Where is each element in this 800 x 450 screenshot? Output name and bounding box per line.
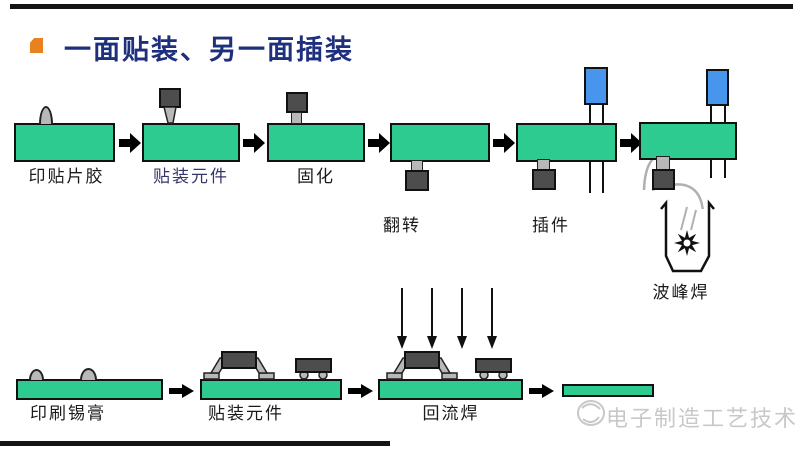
step-label: 插件 xyxy=(532,216,570,235)
adhesive-dot xyxy=(39,106,53,124)
pcb-board xyxy=(516,123,617,162)
pcb-board xyxy=(267,123,365,162)
step-label: 回流焊 xyxy=(422,404,480,423)
solder-paste-dot xyxy=(80,368,97,380)
step-label: 贴装元件 xyxy=(153,167,229,186)
pcb-board xyxy=(16,379,163,400)
step-label: 贴装元件 xyxy=(208,404,284,423)
flow-arrow-icon xyxy=(348,384,373,398)
flow-arrow-icon xyxy=(620,133,642,153)
flow-arrow-icon xyxy=(529,384,554,398)
pcb-board xyxy=(200,379,342,400)
pcb-board xyxy=(378,379,523,400)
component-pad xyxy=(291,112,302,124)
pcb-board xyxy=(562,384,654,397)
pcb-board xyxy=(142,123,240,162)
watermark-logo-icon xyxy=(577,400,605,426)
solder-paste-dot xyxy=(29,369,44,380)
chip-component xyxy=(286,92,308,113)
page-title: 一面贴装、另一面插装 xyxy=(64,35,354,65)
chip-component xyxy=(159,88,181,108)
flow-arrow-icon xyxy=(493,133,515,153)
pcb-board xyxy=(14,123,115,162)
chip-resistor-icon xyxy=(475,358,512,380)
capacitor-lead xyxy=(724,104,726,123)
flow-arrow-icon xyxy=(368,133,390,153)
pcb-board xyxy=(639,122,737,160)
flow-arrow-icon xyxy=(243,133,265,153)
capacitor-lead xyxy=(710,104,712,123)
chip-component xyxy=(532,169,556,190)
step-label: 波峰焊 xyxy=(652,283,710,302)
component-pad xyxy=(656,156,670,170)
capacitor-lead xyxy=(589,105,591,124)
bottom-rule xyxy=(0,441,390,446)
flow-arrow-icon xyxy=(119,133,141,153)
flow-arrow-icon xyxy=(169,384,194,398)
capacitor-lead xyxy=(724,158,726,178)
watermark-text: 电子制造工艺技术 xyxy=(606,406,799,431)
step-label: 固化 xyxy=(297,167,335,186)
capacitor-lead xyxy=(589,160,591,193)
capacitor-component xyxy=(706,69,729,106)
heat-arrows-icon xyxy=(397,288,497,349)
capacitor-component xyxy=(584,67,608,105)
chip-component xyxy=(652,169,675,190)
capacitor-lead xyxy=(602,105,604,124)
step-label: 翻转 xyxy=(383,216,421,235)
step-label: 印贴片胶 xyxy=(28,167,105,186)
chip-component xyxy=(405,170,429,191)
pcb-board xyxy=(390,123,490,162)
title-bullet-icon xyxy=(30,38,43,53)
pick-nozzle-icon xyxy=(163,107,177,124)
wave-solder-pot-icon xyxy=(642,153,715,273)
capacitor-lead xyxy=(602,160,604,193)
sot-component-icon xyxy=(386,351,458,380)
capacitor-lead xyxy=(710,158,712,178)
sot-component-icon xyxy=(203,351,275,380)
chip-resistor-icon xyxy=(295,358,332,380)
top-rule xyxy=(10,4,793,9)
step-label: 印刷锡膏 xyxy=(30,404,106,423)
